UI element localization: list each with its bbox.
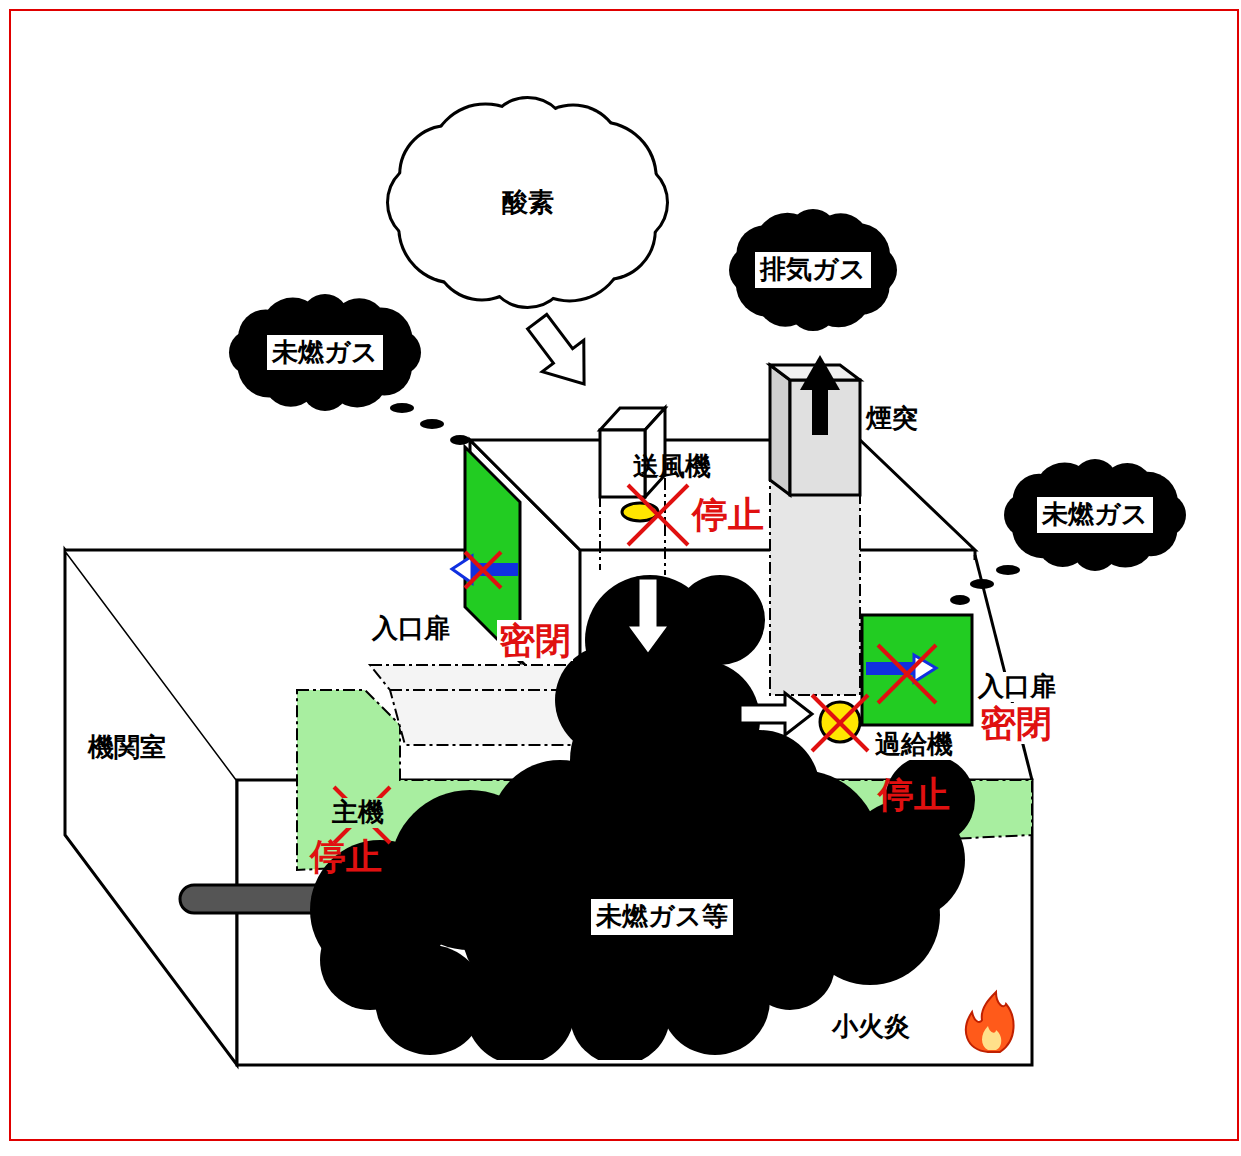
drawing-part	[675, 575, 765, 665]
part-name: 送風機	[633, 452, 711, 482]
drawing-part	[497, 129, 643, 275]
air-arrow	[626, 578, 670, 655]
gas-cloud: 未燃ガス	[1000, 455, 1190, 575]
exhaust-cloud: 排気ガス	[725, 205, 901, 335]
cross-mark	[812, 695, 868, 751]
gas-trail	[996, 565, 1020, 575]
cross-mark	[465, 552, 501, 588]
exhaust-arrow	[800, 355, 840, 390]
drawing-part	[497, 129, 643, 275]
door-right	[862, 615, 972, 725]
part-name: 入口扉	[370, 614, 452, 644]
cross-mark	[628, 485, 688, 545]
cross-mark	[465, 552, 501, 588]
note-label: 小火炎	[830, 1012, 912, 1042]
cloud-label: 未燃ガス等	[591, 899, 733, 934]
oxygen-arrow	[516, 306, 604, 400]
part-name: 煙突	[866, 404, 918, 434]
fire-icon	[966, 992, 1014, 1052]
cross-mark	[878, 645, 936, 703]
frame	[10, 10, 1238, 1140]
gas-trail	[970, 579, 994, 589]
status-label: 停止	[692, 494, 764, 535]
cloud-label: 未燃ガス	[267, 335, 383, 370]
exhaust-duct	[770, 480, 860, 695]
status-label: 停止	[878, 774, 950, 815]
exhaust-arrow	[812, 385, 828, 435]
cloud-label: 排気ガス	[755, 252, 871, 287]
cross-mark	[812, 695, 868, 751]
chimney-front	[790, 380, 860, 495]
fire-icon	[982, 1026, 1001, 1050]
status-label: 密閉	[497, 620, 573, 661]
air-arrow	[740, 693, 812, 735]
status-label: 密閉	[978, 703, 1054, 744]
gas-trail	[450, 435, 470, 445]
cloud-label: 未燃ガス	[1037, 497, 1153, 532]
room-name: 機関室	[88, 733, 166, 763]
oxygen-cloud: 酸素	[385, 95, 670, 310]
cross-mark	[878, 645, 936, 703]
cross-mark	[628, 485, 688, 545]
casing-top	[470, 440, 975, 550]
gas-trail	[950, 595, 970, 605]
chimney-side	[770, 365, 790, 495]
gas-trail	[390, 403, 414, 413]
casing-edge	[974, 550, 977, 560]
part-name: 入口扉	[976, 672, 1058, 702]
status-label: 停止	[310, 836, 382, 877]
part-name: 主機	[330, 798, 386, 828]
fan-duct	[664, 478, 666, 575]
stop-marks	[334, 485, 936, 843]
gas-cloud: 未燃ガス	[225, 290, 425, 415]
oxygen-arrow	[516, 306, 604, 400]
door-flow	[452, 556, 472, 583]
fan-duct	[599, 495, 601, 570]
door-flow	[914, 655, 936, 682]
part-name: 過給機	[873, 730, 955, 760]
room-edge	[65, 549, 470, 552]
gas-trail	[420, 419, 444, 429]
cloud-label: 酸素	[502, 187, 554, 218]
